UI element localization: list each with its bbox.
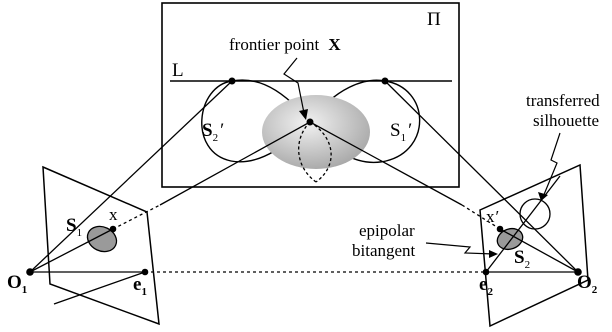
label-o1-letter: O — [7, 272, 22, 293]
point-frontier-x — [306, 118, 314, 126]
label-s2-letter: S — [514, 247, 525, 268]
point-bitangent-left — [228, 77, 236, 85]
point-e2 — [482, 268, 490, 276]
label-e1: e1 — [133, 274, 147, 298]
label-x-left: x — [109, 205, 118, 224]
transferred-silhouette-pointer — [542, 132, 561, 198]
label-bitangent: bitangent — [352, 241, 416, 260]
label-x-right-letter: x — [486, 207, 495, 226]
point-bitangent-right — [381, 77, 389, 85]
plane-pi-frame — [161, 2, 460, 188]
silhouette-loop-s2-prime — [201, 79, 311, 163]
label-s1-prime-letter: S — [390, 120, 401, 141]
label-s1-prime-mark: ′ — [408, 120, 412, 141]
label-frontier-point-symbol: X — [328, 35, 341, 54]
epipolar-bitangent-right — [485, 175, 561, 273]
transferred-pointer-arrowhead — [538, 192, 548, 201]
label-o2: O2 — [577, 272, 598, 296]
label-pi: Π — [427, 9, 441, 30]
point-o2 — [574, 268, 582, 276]
ray-o1-bitangent-upper — [29, 80, 233, 273]
label-transferred: transferred — [526, 91, 600, 110]
label-e2: e2 — [479, 274, 493, 298]
label-e2-sub: 2 — [487, 286, 493, 298]
frontier-pointer-arrowhead — [299, 109, 308, 120]
label-e1-sub: 1 — [141, 286, 147, 298]
silhouette-s1 — [86, 225, 118, 253]
silhouette-s2 — [496, 227, 524, 251]
label-s2-prime-letter: S — [202, 120, 213, 141]
label-o2-letter: O — [577, 272, 592, 293]
label-s1-prime: S1′ — [390, 120, 412, 144]
frontier-point-pointer — [283, 57, 305, 114]
ray-o2-frontier-dashed — [461, 204, 501, 230]
label-s2-prime: S2′ — [202, 120, 224, 144]
point-x-right — [496, 225, 504, 233]
label-x-right: x′ — [486, 207, 499, 226]
ray-o2-frontier-solid — [309, 121, 463, 206]
label-silhouette: silhouette — [533, 111, 599, 130]
ray-o2-bitangent-upper — [384, 80, 579, 273]
label-e1-letter: e — [133, 274, 141, 295]
label-x-right-mark: ′ — [496, 207, 500, 226]
epipolar-bitangent-pointer — [425, 242, 495, 255]
label-s1: S1 — [66, 215, 82, 239]
label-epipolar: epipolar — [359, 221, 415, 240]
ellipsoid-contour-left — [298, 121, 317, 183]
ray-o1-frontier-solid — [159, 121, 311, 206]
point-x-left — [109, 225, 117, 233]
label-o1: O1 — [7, 272, 27, 296]
point-o1 — [26, 268, 34, 276]
point-e1 — [141, 268, 149, 276]
ray-o1-bitangent-lower — [29, 228, 114, 273]
epipolar-pointer-arrowhead — [489, 250, 498, 258]
label-o2-sub: 2 — [592, 284, 598, 296]
label-s2-prime-sub: 2 — [213, 132, 219, 144]
right-image-plane — [479, 163, 589, 328]
label-s1-sub: 1 — [77, 227, 83, 239]
epipolar-bitangent-left — [53, 271, 146, 305]
label-s2-prime-mark: ′ — [220, 120, 224, 141]
label-s2-sub: 2 — [525, 259, 531, 271]
ray-o1-frontier-dashed — [112, 204, 161, 230]
label-e2-letter: e — [479, 274, 487, 295]
label-frontier-point: frontier point X — [229, 35, 341, 54]
label-frontier-point-text: frontier point — [229, 35, 319, 54]
object-ellipsoid — [262, 95, 370, 169]
label-plane-line: L — [172, 60, 184, 81]
label-s1-letter: S — [66, 215, 77, 236]
label-s2: S2 — [514, 247, 530, 271]
label-s1-prime-sub: 1 — [401, 132, 407, 144]
label-o1-sub: 1 — [22, 284, 28, 296]
